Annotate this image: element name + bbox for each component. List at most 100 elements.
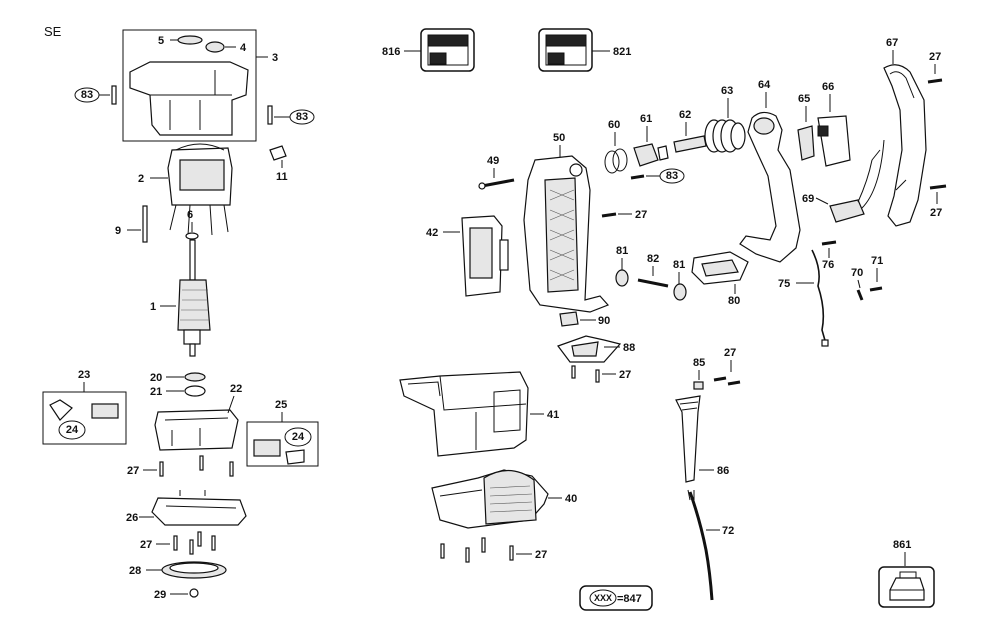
side-handle-64: 64 — [739, 79, 801, 263]
trigger-65: 65 — [797, 93, 815, 161]
callout-82: 82 — [647, 253, 659, 265]
callout-27-a: 27 — [127, 465, 139, 477]
callout-61: 61 — [640, 113, 652, 125]
callout-1: 1 — [150, 301, 156, 313]
switch-module-66: 66 — [817, 81, 851, 167]
parts-70-71: 70 71 — [851, 255, 883, 301]
housing-40: 40 — [431, 469, 577, 529]
callout-821: 821 — [613, 46, 631, 58]
brush-kit-25: 25 24 — [246, 399, 319, 467]
callout-25: 25 — [275, 399, 287, 411]
callout-64: 64 — [758, 79, 771, 91]
callout-861: 861 — [893, 539, 911, 551]
callout-83-left: 83 — [81, 89, 93, 101]
kit-box-861: 861 — [878, 539, 935, 608]
bellows-63: 63 — [704, 85, 746, 153]
callout-22: 22 — [230, 383, 242, 395]
callout-3: 3 — [272, 52, 278, 64]
parts-85-27: 85 27 — [693, 347, 741, 390]
callout-40: 40 — [565, 493, 577, 505]
callout-27-h: 27 — [724, 347, 736, 359]
callout-42: 42 — [426, 227, 438, 239]
legend-code: XXX — [594, 593, 612, 603]
housing-half-50: 50 — [523, 132, 610, 313]
callout-72: 72 — [722, 525, 734, 537]
screw-83-left: 83 — [74, 85, 117, 105]
callout-81-right: 81 — [673, 259, 685, 271]
callout-27-f: 27 — [619, 369, 631, 381]
bearing-part — [177, 35, 203, 45]
rear-handle-67: 67 — [883, 37, 927, 227]
callout-11: 11 — [276, 171, 288, 183]
callout-23: 23 — [78, 369, 90, 381]
screw-9 — [142, 205, 148, 243]
callout-60: 60 — [608, 119, 620, 131]
callout-75: 75 — [778, 278, 790, 290]
screw-27-d: 27 — [927, 51, 943, 84]
callout-62: 62 — [679, 109, 691, 121]
switch-wires-69: 69 — [802, 139, 885, 223]
legend-847: XXX =847 — [579, 585, 653, 611]
gear-housing-assembly-group: 3 5 4 — [122, 29, 278, 142]
callout-71: 71 — [871, 255, 883, 267]
gear-housing-part — [129, 61, 249, 136]
callout-67: 67 — [886, 37, 898, 49]
callout-86: 86 — [717, 465, 729, 477]
seal-part — [205, 41, 225, 53]
callout-50: 50 — [553, 132, 565, 144]
callout-90: 90 — [598, 315, 610, 327]
clip-90: 90 — [559, 311, 610, 327]
screws-27-f: 27 — [571, 365, 631, 383]
callout-27-d: 27 — [929, 51, 941, 63]
screw-83-mid: 83 — [630, 168, 685, 184]
callout-29: 29 — [154, 589, 166, 601]
callout-28: 28 — [129, 565, 141, 577]
bearing-20 — [184, 372, 206, 382]
parts-81-82: 81 82 81 — [615, 245, 687, 301]
circuit-board-42: 42 — [426, 215, 509, 297]
screw-29 — [189, 588, 199, 598]
callout-24-in-23: 24 — [66, 424, 79, 436]
callout-27-c: 27 — [635, 209, 647, 221]
callout-27-e: 27 — [930, 207, 942, 219]
callout-83-right: 83 — [666, 170, 678, 182]
clip-part — [269, 145, 287, 161]
callout-24-in-25: 24 — [292, 431, 305, 443]
callout-4: 4 — [240, 42, 247, 54]
frame-symbol-821: 821 — [538, 28, 631, 72]
view-label: SE — [44, 24, 62, 39]
callout-6: 6 — [187, 209, 193, 221]
switch-61: 61 — [633, 113, 669, 167]
callout-66: 66 — [822, 81, 834, 93]
callout-49: 49 — [487, 155, 499, 167]
callout-83-mid: 83 — [296, 111, 308, 123]
callout-88: 88 — [623, 342, 635, 354]
callout-5: 5 — [158, 35, 164, 47]
field-coil: 2 — [138, 143, 233, 236]
housing-41: 41 — [399, 371, 559, 457]
cord-75: 75 — [778, 249, 829, 347]
callout-80: 80 — [728, 295, 740, 307]
screw-76: 76 — [821, 240, 837, 271]
handle-cap-80: 80 — [691, 251, 749, 307]
legend-equals-847: =847 — [617, 593, 642, 605]
spring-60: 60 — [604, 119, 628, 174]
callout-27-g: 27 — [535, 549, 547, 561]
callout-41: 41 — [547, 409, 559, 421]
brush-kit-23: 23 24 — [42, 369, 127, 445]
callout-9: 9 — [115, 225, 121, 237]
callout-26: 26 — [126, 512, 138, 524]
screw-27-e: 27 — [929, 184, 947, 219]
washer-6 — [185, 232, 199, 240]
frame-symbol-816: 816 — [382, 28, 475, 72]
callout-81-left: 81 — [616, 245, 628, 257]
callout-63: 63 — [721, 85, 733, 97]
callout-21: 21 — [150, 386, 162, 398]
callout-69: 69 — [802, 193, 814, 205]
screw-27-c: 27 — [601, 209, 647, 221]
end-cap-26: 26 — [126, 490, 247, 526]
callout-65: 65 — [798, 93, 810, 105]
armature: 1 — [150, 239, 211, 357]
